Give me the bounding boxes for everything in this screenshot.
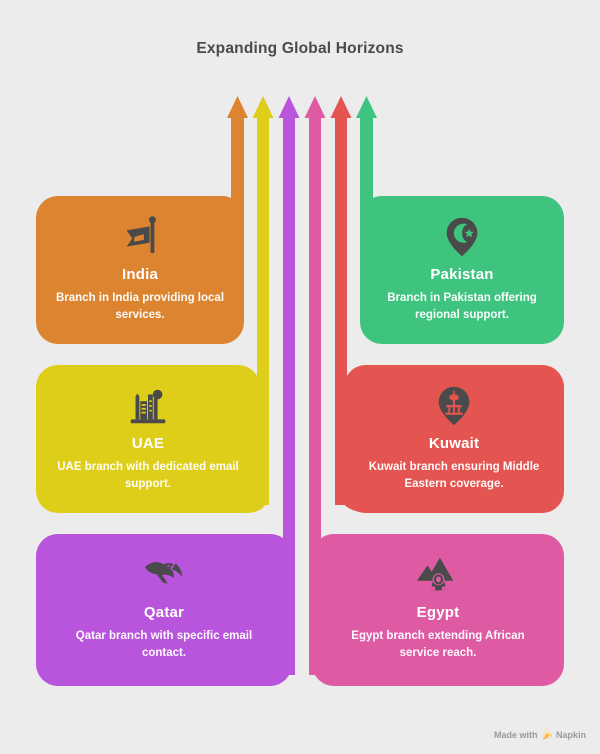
card-title: India <box>121 266 158 283</box>
tail-uae <box>234 430 269 513</box>
arrowhead-kuwait <box>330 96 352 118</box>
stem-uae-vertical <box>257 115 269 505</box>
card-title: Qatar <box>143 604 185 621</box>
crescent-pin-icon <box>439 214 485 260</box>
card-egypt[interactable]: Egypt Egypt branch extending African ser… <box>312 534 564 686</box>
card-pakistan[interactable]: Pakistan Branch in Pakistan offering reg… <box>360 196 564 344</box>
skyline-icon <box>125 383 171 429</box>
pyramid-sphinx-icon <box>415 552 461 598</box>
tower-pin-icon <box>431 383 477 429</box>
card-description: Qatar branch with specific email contact… <box>75 630 253 659</box>
arrowhead-uae <box>252 96 274 118</box>
card-description: Kuwait branch ensuring Middle Eastern co… <box>368 461 540 490</box>
stem-qatar-vertical <box>283 115 295 675</box>
flag-icon <box>117 214 163 260</box>
watermark-badge-icon: 🍌 <box>540 729 553 740</box>
watermark: Made with 🍌 Napkin <box>494 729 586 740</box>
card-kuwait[interactable]: Kuwait Kuwait branch ensuring Middle Eas… <box>344 365 564 513</box>
watermark-brand: Napkin <box>555 729 586 740</box>
card-title: Egypt <box>416 604 460 621</box>
card-qatar[interactable]: Qatar Qatar branch with specific email c… <box>36 534 292 686</box>
card-uae[interactable]: UAE UAE branch with dedicated email supp… <box>36 365 260 513</box>
card-description: Egypt branch extending African service r… <box>351 630 525 659</box>
arrowhead-india <box>227 96 248 118</box>
falcon-icon <box>141 552 187 598</box>
card-description: Branch in Pakistan offering regional sup… <box>387 292 537 321</box>
arrowhead-egypt <box>304 96 326 118</box>
card-title: Kuwait <box>428 435 480 452</box>
arrowhead-pakistan <box>356 96 377 118</box>
stem-egypt-vertical <box>309 115 321 675</box>
card-title: UAE <box>131 435 165 452</box>
card-title: Pakistan <box>430 266 494 283</box>
card-india[interactable]: India Branch in India providing local se… <box>36 196 244 344</box>
watermark-prefix: Made with <box>494 729 538 740</box>
tail-kuwait <box>335 430 370 513</box>
card-description: UAE branch with dedicated email support. <box>57 461 239 490</box>
card-description: Branch in India providing local services… <box>55 292 225 321</box>
page-title: Expanding Global Horizons <box>196 40 404 57</box>
arrowhead-qatar <box>278 96 300 118</box>
